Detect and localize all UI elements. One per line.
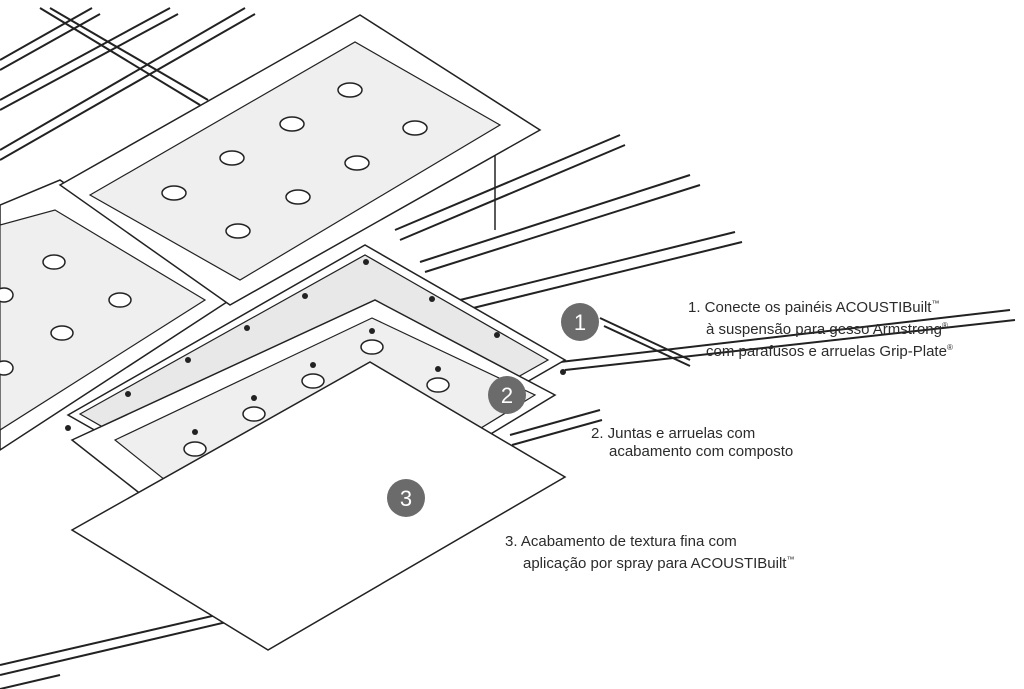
- trademark-mark: ™: [786, 555, 795, 564]
- top-panel: [58, 14, 542, 306]
- step-2-callout: 2. Juntas e arruelas com acabamento com …: [591, 425, 793, 461]
- finish-layer: [70, 361, 567, 651]
- registered-mark: ®: [941, 321, 948, 330]
- ceiling-grid-rails: [0, 7, 1016, 689]
- step-1-line-3: com parafusos e arruelas Grip-Plate: [706, 343, 947, 360]
- step-3-callout: 3. Acabamento de textura fina com aplica…: [505, 533, 794, 573]
- step-3-line-2: aplicação por spray para ACOUSTIBuilt: [523, 555, 787, 572]
- step-1-callout: 1. Conecte os painéis ACOUSTIBuilt™ à su…: [688, 295, 953, 361]
- trademark-mark: ™: [931, 299, 940, 308]
- step-2-line-1: 2. Juntas e arruelas com: [591, 425, 756, 442]
- step-badge-3-label: 3: [400, 486, 412, 511]
- step-badge-1-label: 1: [574, 310, 586, 335]
- step-badge-1: 1: [561, 303, 599, 341]
- step-2-line-2: acabamento com composto: [609, 443, 794, 460]
- step-1-line-2: à suspensão para gesso Armstrong: [706, 321, 942, 338]
- registered-mark: ®: [946, 343, 953, 352]
- step-1-line-1: 1. Conecte os painéis ACOUSTIBuilt: [688, 299, 932, 316]
- step-3-line-1: 3. Acabamento de textura fina com: [505, 533, 737, 550]
- step-badge-2: 2: [488, 376, 526, 414]
- step-badge-3: 3: [387, 479, 425, 517]
- step-badge-2-label: 2: [501, 383, 513, 408]
